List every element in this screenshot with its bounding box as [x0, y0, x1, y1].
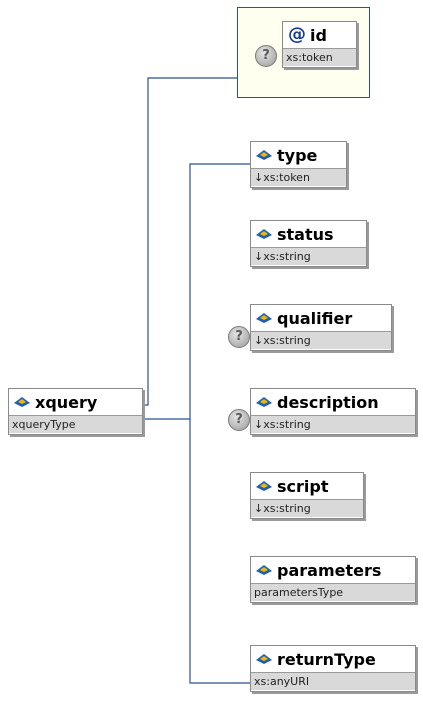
element-icon — [256, 481, 272, 491]
element-name-row: status — [251, 221, 366, 247]
element-parameters[interactable]: parameters parametersType — [250, 556, 416, 603]
element-icon — [256, 565, 272, 575]
element-icon — [256, 229, 272, 239]
element-name-row: returnType — [251, 646, 415, 672]
root-type: xqueryType — [9, 415, 142, 433]
element-type-label: ↓xs:string — [251, 331, 391, 349]
element-icon — [256, 654, 272, 664]
element-type[interactable]: type ↓xs:token — [250, 141, 347, 188]
element-name: qualifier — [277, 308, 353, 328]
element-type-label: parametersType — [251, 583, 415, 601]
element-type-label: ↓xs:string — [251, 247, 366, 265]
element-returnType[interactable]: returnType xs:anyURI — [250, 645, 416, 692]
element-type-label: ↓xs:string — [251, 415, 415, 433]
element-name-row: type — [251, 142, 346, 168]
optional-icon: ? — [228, 409, 250, 431]
optional-icon: ? — [228, 326, 250, 348]
attribute-name: id — [310, 25, 327, 45]
element-icon — [256, 313, 272, 323]
element-icon — [256, 397, 272, 407]
attribute-name-row: @ id — [283, 22, 356, 48]
element-name-row: script — [251, 473, 363, 499]
attribute-group: ? @ id xs:token — [237, 7, 370, 98]
root-element-xquery[interactable]: xquery xqueryType — [8, 388, 143, 435]
element-name: parameters — [277, 560, 382, 580]
element-name: type — [277, 145, 318, 165]
element-type-label: ↓xs:token — [251, 168, 346, 186]
element-name-row: description — [251, 389, 415, 415]
element-icon — [14, 397, 30, 407]
attribute-at-icon: @ — [288, 24, 306, 45]
element-name: returnType — [277, 649, 376, 669]
element-name: script — [277, 476, 329, 496]
element-name: description — [277, 392, 379, 412]
optional-icon: ? — [255, 45, 277, 67]
attribute-id[interactable]: @ id xs:token — [282, 21, 357, 68]
attribute-type: xs:token — [283, 48, 356, 66]
element-description[interactable]: description ↓xs:string — [250, 388, 416, 435]
element-name-row: parameters — [251, 557, 415, 583]
element-icon — [256, 150, 272, 160]
element-script[interactable]: script ↓xs:string — [250, 472, 364, 519]
element-qualifier[interactable]: qualifier ↓xs:string — [250, 304, 392, 351]
element-name: status — [277, 224, 334, 244]
root-name-row: xquery — [9, 389, 142, 415]
element-status[interactable]: status ↓xs:string — [250, 220, 367, 267]
element-type-label: ↓xs:string — [251, 499, 363, 517]
element-type-label: xs:anyURI — [251, 672, 415, 690]
element-name-row: qualifier — [251, 305, 391, 331]
root-name: xquery — [35, 392, 98, 412]
